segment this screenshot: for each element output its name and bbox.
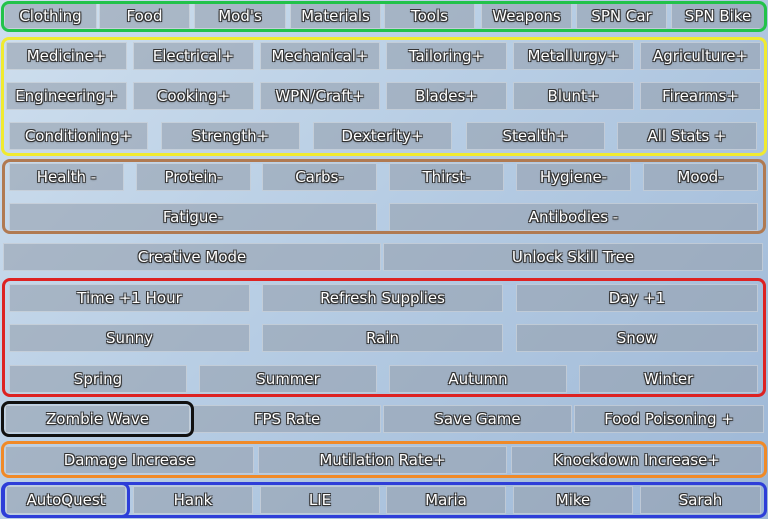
metallurgy-plus-button[interactable]: Metallurgy+ [513, 42, 634, 70]
protein-minus-button[interactable]: Protein- [136, 163, 251, 191]
blunt-plus-button[interactable]: Blunt+ [513, 82, 634, 110]
strength-plus-button[interactable]: Strength+ [161, 122, 300, 150]
firearms-plus-button[interactable]: Firearms+ [640, 82, 761, 110]
spring-button[interactable]: Spring [9, 365, 187, 393]
thirst-minus-button[interactable]: Thirst- [389, 163, 504, 191]
tab-food[interactable]: Food [99, 3, 190, 29]
damage-increase-button[interactable]: Damage Increase [5, 446, 254, 474]
mutilation-rate-plus-button[interactable]: Mutilation Rate+ [258, 446, 507, 474]
dexterity-plus-button[interactable]: Dexterity+ [313, 122, 452, 150]
winter-button[interactable]: Winter [579, 365, 758, 393]
knockdown-increase-plus-button[interactable]: Knockdown Increase+ [511, 446, 762, 474]
fps-rate-button[interactable]: FPS Rate [193, 405, 381, 433]
zombie-wave-button[interactable]: Zombie Wave [5, 405, 190, 433]
snow-button[interactable]: Snow [516, 324, 758, 352]
all-stats-plus-button[interactable]: All Stats + [617, 122, 757, 150]
fatigue-minus-button[interactable]: Fatigue- [9, 203, 377, 231]
npc-hank-button[interactable]: Hank [133, 486, 253, 514]
day-plus-one-button[interactable]: Day +1 [516, 284, 758, 312]
rain-button[interactable]: Rain [262, 324, 503, 352]
antibodies-minus-button[interactable]: Antibodies - [389, 203, 758, 231]
refresh-supplies-button[interactable]: Refresh Supplies [262, 284, 503, 312]
electrical-plus-button[interactable]: Electrical+ [133, 42, 254, 70]
npc-lie-button[interactable]: LIE [260, 486, 380, 514]
carbs-minus-button[interactable]: Carbs- [262, 163, 377, 191]
mechanical-plus-button[interactable]: Mechanical+ [260, 42, 380, 70]
tab-materials[interactable]: Materials [290, 3, 381, 29]
health-minus-button[interactable]: Health - [9, 163, 124, 191]
medicine-plus-button[interactable]: Medicine+ [6, 42, 127, 70]
tab-clothing[interactable]: Clothing [4, 3, 97, 29]
food-poisoning-plus-button[interactable]: Food Poisoning + [574, 405, 764, 433]
sunny-button[interactable]: Sunny [9, 324, 250, 352]
npc-maria-button[interactable]: Maria [386, 486, 506, 514]
creative-mode-button[interactable]: Creative Mode [3, 243, 381, 271]
engineering-plus-button[interactable]: Engineering+ [6, 82, 127, 110]
wpn-craft-plus-button[interactable]: WPN/Craft+ [260, 82, 380, 110]
unlock-skill-tree-button[interactable]: Unlock Skill Tree [383, 243, 763, 271]
tab-tools[interactable]: Tools [384, 3, 475, 29]
time-plus-one-hour-button[interactable]: Time +1 Hour [9, 284, 250, 312]
stealth-plus-button[interactable]: Stealth+ [466, 122, 605, 150]
tab-weapons[interactable]: Weapons [481, 3, 572, 29]
agriculture-plus-button[interactable]: Agriculture+ [640, 42, 761, 70]
tailoring-plus-button[interactable]: Tailoring+ [386, 42, 507, 70]
blades-plus-button[interactable]: Blades+ [386, 82, 507, 110]
npc-mike-button[interactable]: Mike [513, 486, 633, 514]
mood-minus-button[interactable]: Mood- [643, 163, 758, 191]
tab-mods[interactable]: Mod's [194, 3, 286, 29]
conditioning-plus-button[interactable]: Conditioning+ [9, 122, 148, 150]
hygiene-minus-button[interactable]: Hygiene- [516, 163, 631, 191]
tab-spn-bike[interactable]: SPN Bike [671, 3, 765, 29]
cooking-plus-button[interactable]: Cooking+ [133, 82, 254, 110]
npc-sarah-button[interactable]: Sarah [640, 486, 761, 514]
save-game-button[interactable]: Save Game [383, 405, 572, 433]
tab-spn-car[interactable]: SPN Car [576, 3, 667, 29]
autumn-button[interactable]: Autumn [389, 365, 567, 393]
autoquest-button[interactable]: AutoQuest [6, 486, 126, 514]
summer-button[interactable]: Summer [199, 365, 377, 393]
